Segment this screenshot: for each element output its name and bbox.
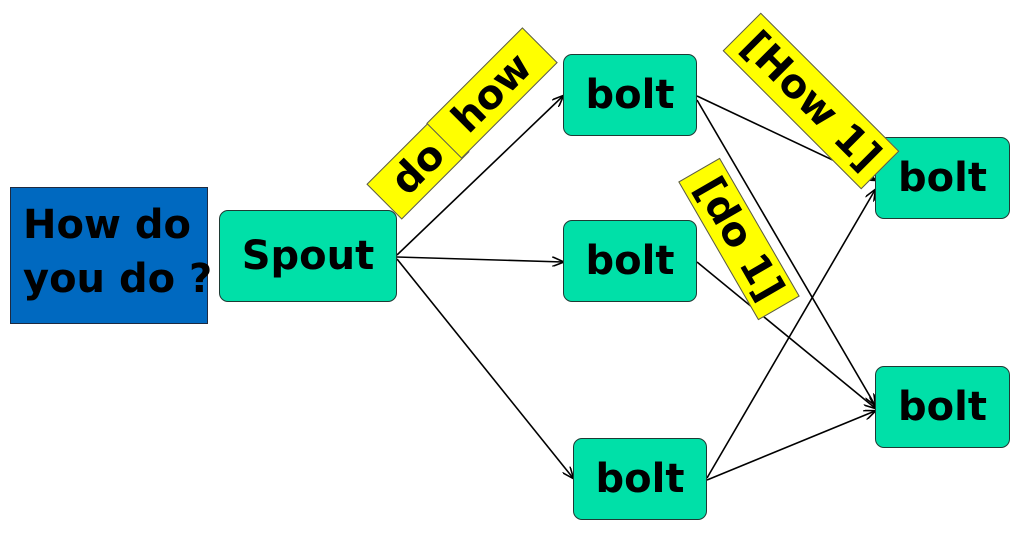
bolt-label: bolt xyxy=(898,155,987,201)
edge-bolt3-bolt4 xyxy=(706,190,875,479)
edge-bolt3-bolt5 xyxy=(706,411,875,481)
bolt-label: bolt xyxy=(595,456,685,502)
edge-bolt2-bolt5 xyxy=(696,261,875,408)
bolt-node-aggregate-bottom: bolt xyxy=(875,366,1010,448)
bolt-label: bolt xyxy=(585,238,675,284)
spout-node: Spout xyxy=(219,210,397,302)
edge-spout-bolt-1 xyxy=(396,96,563,256)
bolt-label: bolt xyxy=(898,384,987,430)
edge-spout-bolt-2 xyxy=(396,256,563,262)
bolt-node-middle: bolt xyxy=(563,220,697,302)
bolt-node-top: bolt xyxy=(563,54,697,136)
edge-spout-bolt-3 xyxy=(396,258,573,478)
bolt-label: bolt xyxy=(585,72,675,118)
input-sentence-line1: How do xyxy=(23,202,191,248)
input-sentence-box: How do you do ? xyxy=(10,187,213,324)
edge-bolt1-bolt5 xyxy=(696,99,875,405)
bolt-node-aggregate-top: bolt xyxy=(875,137,1010,219)
bolt-node-bottom: bolt xyxy=(573,438,707,520)
spout-label: Spout xyxy=(241,233,375,279)
input-sentence-line2: you do ? xyxy=(23,256,213,302)
